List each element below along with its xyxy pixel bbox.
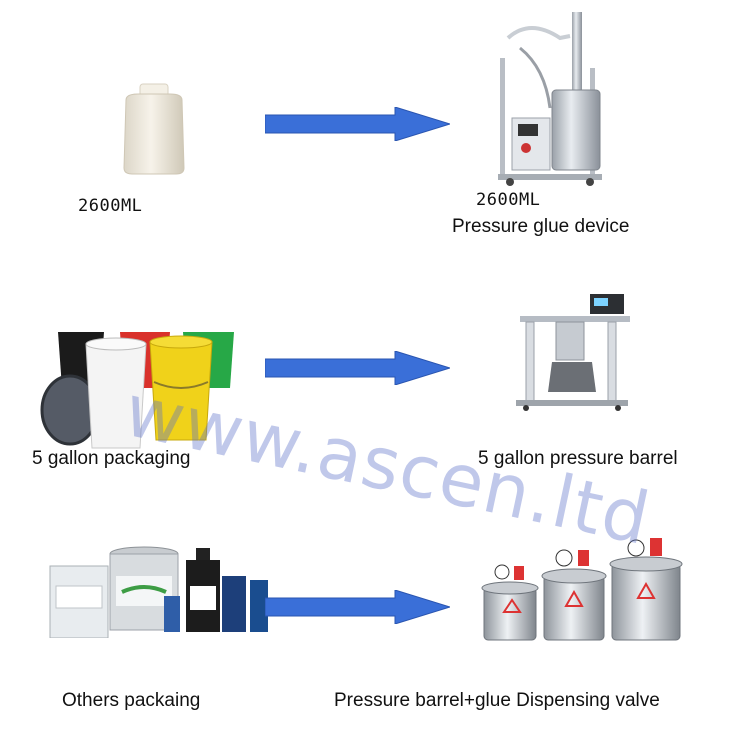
right-label-size: 2600ML xyxy=(476,190,541,210)
row-others: Others packaing xyxy=(0,500,750,750)
left-label: Others packaing xyxy=(62,690,201,711)
row-5-gallon: 5 gallon packaging 5 gallon pressure bar… xyxy=(0,250,750,500)
pressure-barrel-5-gallon-image xyxy=(512,292,632,412)
right-label: Pressure barrel+glue Dispensing valve xyxy=(334,690,660,711)
right-label: Pressure glue device xyxy=(452,216,630,237)
cartridge-2600ml-image xyxy=(118,82,190,177)
arrow-right-icon xyxy=(265,590,450,624)
arrow-right-icon xyxy=(265,351,450,385)
right-label: 5 gallon pressure barrel xyxy=(478,448,678,469)
left-label: 5 gallon packaging xyxy=(32,448,191,469)
pressure-glue-device-image xyxy=(490,8,615,186)
row-2600ml: 2600ML 2600ML Pressure glue device xyxy=(0,0,750,250)
pails-5-gallon-image xyxy=(38,328,238,456)
other-packaging-image xyxy=(46,546,268,638)
left-label: 2600ML xyxy=(78,196,143,216)
arrow-right-icon xyxy=(265,107,450,141)
pressure-tanks-image xyxy=(478,536,686,648)
